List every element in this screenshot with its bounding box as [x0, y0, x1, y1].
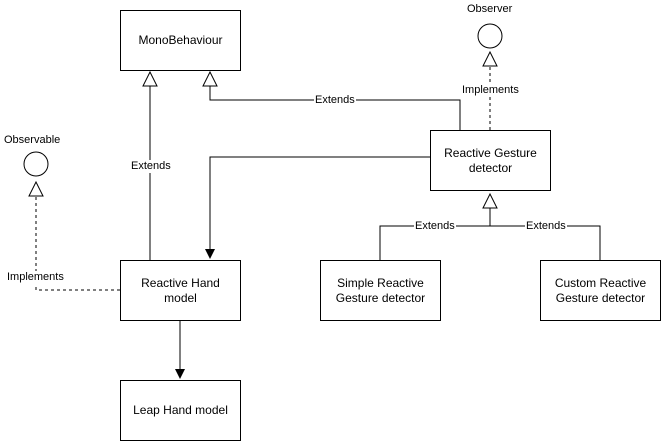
hollow-triangle-arrowhead: [202, 70, 218, 87]
observable-interface-circle: [23, 151, 49, 177]
hollow-triangle-arrowhead: [28, 180, 44, 197]
edge-gesture-extends-mono: [209, 86, 461, 130]
custom-reactive-gesture-detector-class[interactable]: Custom Reactive Gesture detector: [540, 260, 661, 321]
observer-label: Observer: [467, 3, 513, 15]
edge-gesture-to-hand: [205, 156, 430, 259]
edge-hand-implements-observable: [35, 196, 120, 291]
observable-label: Observable: [4, 134, 61, 146]
hollow-triangle-arrowhead: [142, 70, 158, 87]
reactive-gesture-detector-class[interactable]: Reactive Gesture detector: [430, 130, 551, 191]
edge-label-gesture-extends: Extends: [314, 94, 356, 107]
leap-hand-model-class[interactable]: Leap Hand model: [120, 380, 241, 441]
simple-reactive-gesture-detector-class[interactable]: Simple Reactive Gesture detector: [320, 260, 441, 321]
observer-interface-circle: [477, 23, 503, 49]
monobehaviour-class[interactable]: MonoBehaviour: [120, 10, 241, 71]
reactive-hand-model-class[interactable]: Reactive Hand model: [120, 260, 241, 321]
edge-label-hand-implements: Implements: [6, 271, 65, 284]
edge-label-gesture-implements: Implements: [461, 84, 520, 97]
hollow-triangle-arrowhead: [482, 192, 498, 209]
edge-label-custom-extends: Extends: [525, 220, 567, 233]
edge-label-simple-extends: Extends: [414, 220, 456, 233]
hollow-triangle-arrowhead: [482, 50, 498, 67]
edge-label-hand-extends: Extends: [130, 160, 172, 173]
